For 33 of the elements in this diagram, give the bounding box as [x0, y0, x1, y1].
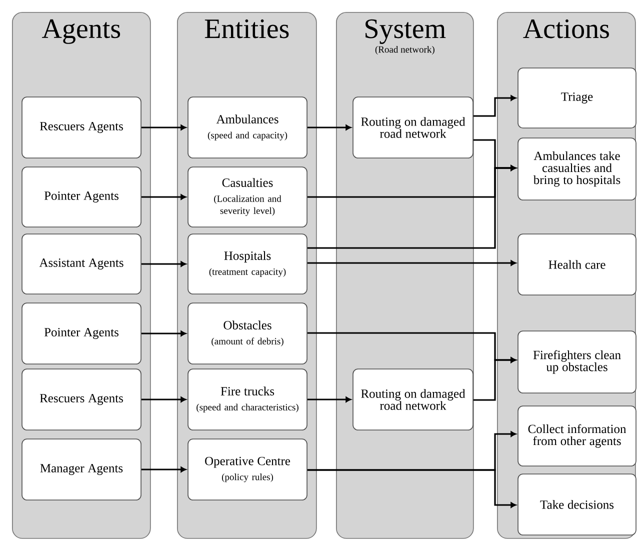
- process-box: Collect information from other agents: [518, 406, 636, 466]
- process-box: Manager Agents: [22, 438, 142, 500]
- arrow: [141, 396, 186, 402]
- arrow: [307, 469, 516, 508]
- arrow: [141, 466, 186, 472]
- process-box: Routing on damaged road network: [352, 96, 474, 158]
- process-box: Rescuers Agents: [22, 368, 142, 430]
- process-box: Pointer Agents: [22, 302, 142, 364]
- process-box: Ambulances (speed and capacity): [188, 96, 308, 158]
- arrow: [307, 260, 516, 266]
- arrow: [141, 124, 186, 130]
- arrow: [141, 194, 186, 200]
- process-box: Obstacles (amount of debris): [188, 302, 308, 364]
- arrow: [307, 124, 352, 130]
- process-box: Routing on damaged road network: [352, 368, 474, 430]
- process-box: Rescuers Agents: [22, 96, 142, 158]
- arrow: [307, 165, 516, 249]
- process-box: Operative Centre (policy rules): [188, 438, 308, 500]
- arrow: [307, 396, 352, 402]
- process-box: Pointer Agents: [22, 166, 142, 228]
- process-box: Firefighters clean up obstacles: [518, 330, 636, 394]
- arrow: [141, 330, 186, 336]
- arrow: [473, 357, 516, 401]
- process-box: Hospitals (treatment capacity): [188, 234, 308, 294]
- process-box: Ambulances take casualties and bring to hospitals: [518, 138, 636, 200]
- process-box: Take decisions: [518, 474, 636, 536]
- process-box: Fire trucks (speed and characteristics): [188, 368, 308, 430]
- process-box: Casualties (Localization and severity level): [188, 166, 308, 228]
- arrow: [141, 261, 186, 267]
- process-box: Triage: [518, 68, 636, 128]
- process-box: Assistant Agents: [22, 234, 142, 294]
- arrow: [473, 95, 516, 117]
- process-box: Health care: [518, 234, 636, 296]
